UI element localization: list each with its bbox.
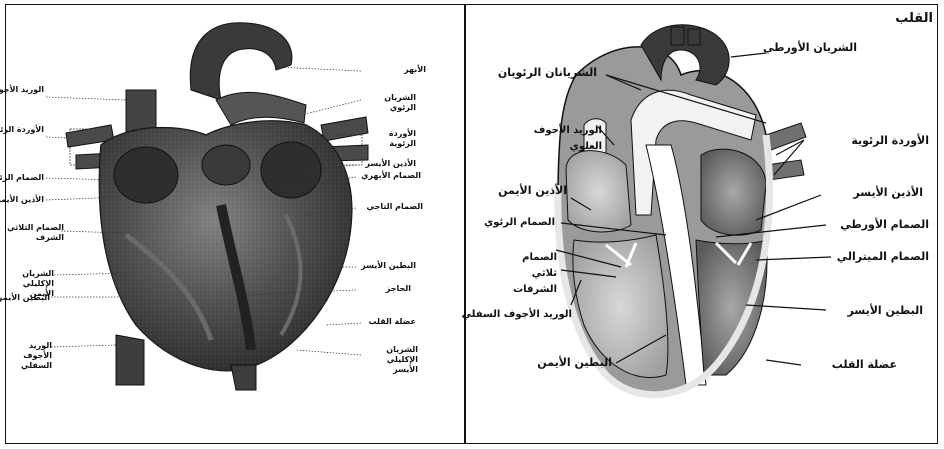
label-left-ventricle: البطين الأيسر [361, 261, 416, 271]
label-pulmonary-veins-right-panel: الأوردة الرئوية [851, 133, 929, 149]
label-superior-vena-cava: الوريد الأجوف العلوي [0, 85, 44, 95]
label-pulmonary-artery: الشريان الرئوي [366, 93, 416, 113]
aorta-vessel [190, 23, 292, 100]
label-left-coronary-artery: الشريان الإكليلي الأيسر [366, 345, 418, 375]
pulmonary-artery-vessel [216, 92, 306, 125]
label-tricuspid-valve-right: الصمام ثلاثي الشرفات [497, 250, 557, 298]
left-heart-panel: الوريد الأجوف العلوي الأوردة الرئوية الص… [6, 5, 464, 443]
label-mitral-valve-right: الصمام الميترالي [837, 249, 929, 265]
label-right-atrium: الأذين الأيمن [0, 195, 44, 205]
label-superior-vena-cava-right: الوريد الأجوف العلوي [527, 123, 602, 155]
diagram-title: القلب [895, 11, 933, 27]
right-atrium-shape [114, 147, 178, 203]
inferior-vena-cava-vessel [116, 335, 144, 385]
label-inferior-vena-cava: الوريد الأجوف السفلي [4, 341, 52, 371]
left-atrium-chamber [701, 149, 766, 235]
label-aortic-valve: الصمام الأبهري [361, 171, 421, 181]
label-right-ventricle: البطين الأيمن [0, 293, 50, 303]
label-aorta-right: الشريان الأورطي [763, 40, 857, 56]
label-left-atrium: الأذين الأيسر [361, 159, 416, 169]
label-mitral-valve: الصمام التاجي [361, 202, 423, 212]
label-pulmonary-valve-right: الصمام الرئوي [484, 215, 555, 231]
left-atrium-shape [261, 142, 321, 198]
label-pulmonary-veins-right: الأوردة الرئوية [366, 129, 416, 149]
label-right-ventricle-right: البطين الأيمن [537, 355, 612, 371]
label-septum: الحاجز [361, 284, 411, 294]
right-atrium-chamber [566, 151, 631, 232]
label-pulmonary-veins-left: الأوردة الرئوية [0, 125, 44, 135]
label-right-atrium-right: الأذين الأيمن [498, 183, 567, 199]
right-heart-panel: القلب الشريان الأورطي الشريانان الرئويان… [466, 5, 937, 443]
label-inferior-vena-cava-right: الوريد الأجوف السفلي [462, 307, 572, 323]
label-left-ventricle-right: البطين الأيسر [848, 303, 923, 319]
label-aortic-valve-right: الصمام الأورطي [840, 217, 929, 233]
label-pulmonary-arteries: الشريانان الرئويان [498, 65, 597, 81]
diagram-frame: الوريد الأجوف العلوي الأوردة الرئوية الص… [5, 4, 938, 444]
label-tricuspid-valve: الصمام الثلاثي الشرف [6, 223, 64, 243]
label-aorta: الأبهر [366, 65, 426, 75]
label-left-atrium-right: الأذين الأيسر [853, 185, 923, 201]
label-heart-muscle-right: عضلة القلب [832, 357, 897, 373]
right-pulmonary-veins-vessel [321, 117, 368, 141]
label-pulmonary-valve: الصمام الرئوي [0, 173, 44, 183]
label-heart-muscle-left: عضلة القلب [366, 317, 416, 327]
